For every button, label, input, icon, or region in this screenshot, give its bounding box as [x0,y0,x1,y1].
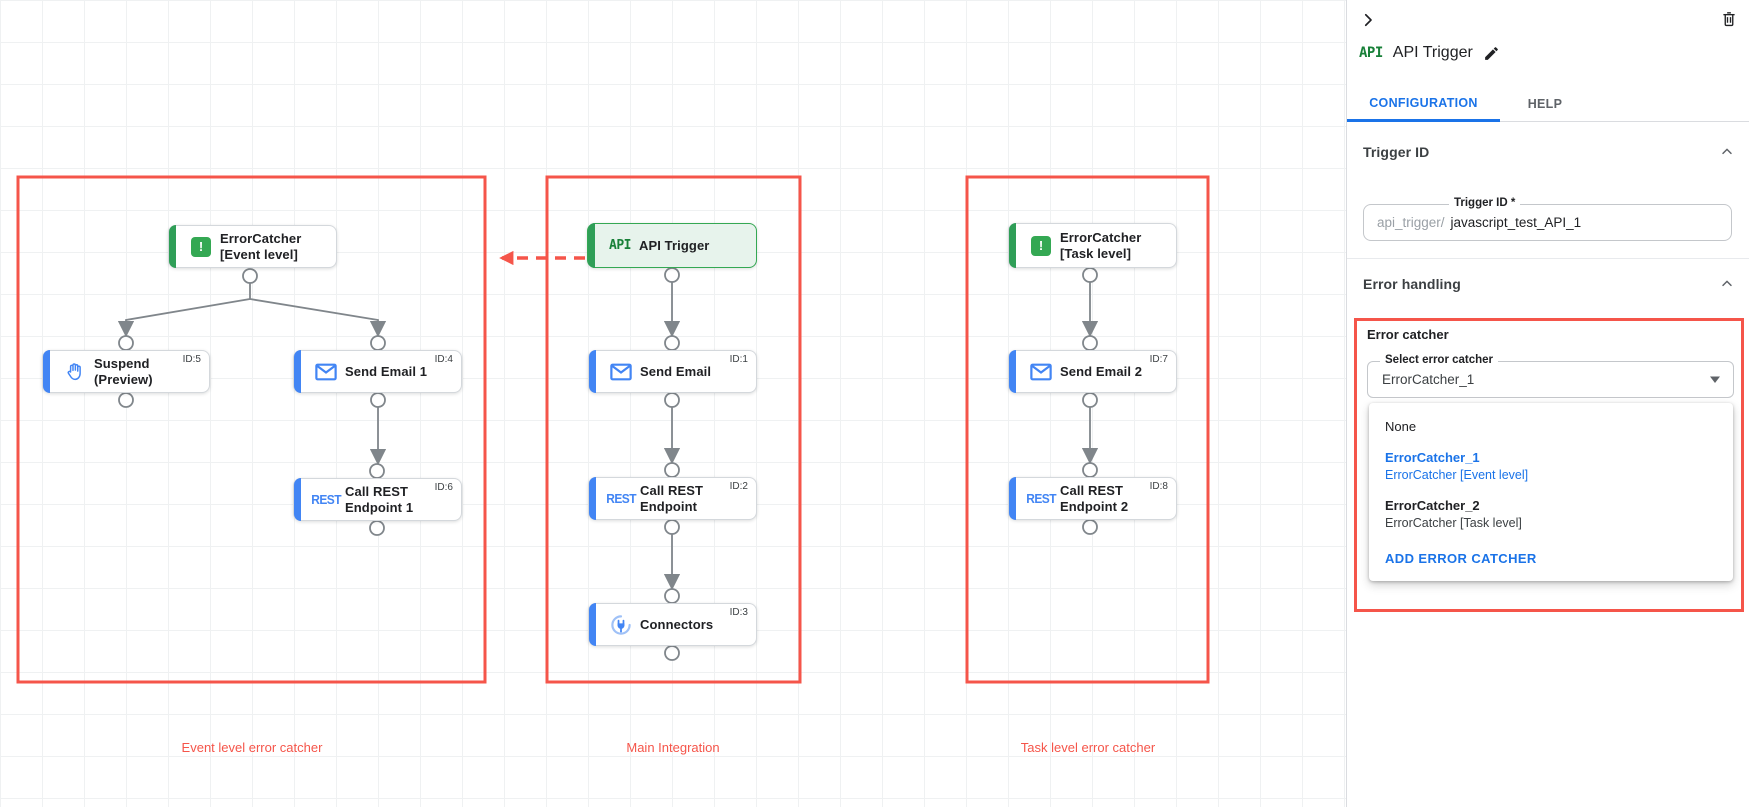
rest-text-icon: REST [311,492,341,507]
node-stripe [43,350,50,393]
trash-icon [1720,10,1738,33]
node-stripe [589,350,596,393]
panel-title: API Trigger [1392,44,1473,61]
connection-ports[interactable] [118,267,1098,661]
chevron-up-icon[interactable] [1719,276,1735,292]
trigger-id-value[interactable]: javascript_test_API_1 [1450,215,1582,230]
canvas-edges-layer [16,175,1210,684]
node-call-rest-endpoint-1[interactable]: REST Call REST Endpoint 1 ID:6 [293,478,462,521]
config-panel: API API Trigger CONFIGURATION HELP Trigg… [1346,0,1749,807]
node-stripe [588,223,595,268]
section-divider [1347,258,1749,259]
group-box-main-integration [545,175,802,684]
api-trigger-logo-icon: API [1359,45,1383,61]
node-api-trigger[interactable]: API API Trigger [587,223,757,268]
hand-icon [56,361,94,383]
error-catcher-highlight-box: Error catcher Select error catcher Error… [1354,318,1744,612]
node-errorcatcher-event-level[interactable]: ! ErrorCatcher [Event level] [168,225,337,268]
node-stripe [169,225,176,268]
select-error-catcher-label: Select error catcher [1380,354,1499,366]
node-stripe [589,477,596,520]
trigger-id-field-label: Trigger ID * [1449,197,1521,209]
node-connectors[interactable]: Connectors ID:3 [588,603,757,646]
rest-text-icon: REST [606,491,636,506]
envelope-icon [602,363,640,381]
trigger-id-prefix: api_trigger/ [1377,215,1445,230]
node-errorcatcher-task-level[interactable]: ! ErrorCatcher [Task level] [1008,223,1177,268]
plug-icon [602,614,640,636]
panel-collapse-button[interactable] [1357,11,1379,33]
group-box-task-level [965,175,1210,684]
node-stripe [294,478,301,521]
caret-down-icon [1709,371,1721,389]
panel-tabs: CONFIGURATION HELP [1347,86,1749,122]
node-call-rest-endpoint-2[interactable]: REST Call REST Endpoint 2 ID:8 [1008,477,1177,520]
api-text-icon: API [609,238,631,253]
section-title: Trigger ID [1363,144,1430,160]
node-connections [117,282,1099,591]
group-label-main-integration: Main Integration [626,740,720,755]
exclamation-badge-icon: ! [182,236,220,257]
group-box-event-level [16,175,487,684]
section-title: Error handling [1363,276,1461,292]
delete-trigger-button[interactable] [1718,10,1740,32]
dropdown-option-errorcatcher-2[interactable]: ErrorCatcher_2 ErrorCatcher [Task level] [1385,498,1522,530]
group-label-task-level: Task level error catcher [1020,740,1156,755]
select-error-catcher-value: ErrorCatcher_1 [1382,372,1475,387]
node-stripe [1009,223,1016,268]
node-send-email-2[interactable]: Send Email 2 ID:7 [1008,350,1177,393]
chevron-up-icon[interactable] [1719,144,1735,160]
node-send-email[interactable]: Send Email ID:1 [588,350,757,393]
node-stripe [294,350,301,393]
dropdown-option-none[interactable]: None [1385,419,1417,434]
panel-header: API API Trigger [1359,44,1500,62]
envelope-icon [1022,363,1060,381]
error-catcher-dropdown: None ErrorCatcher_1 ErrorCatcher [Event … [1369,403,1733,581]
node-send-email-1[interactable]: Send Email 1 ID:4 [293,350,462,393]
node-suspend-preview[interactable]: Suspend (Preview) ID:5 [42,350,210,393]
add-error-catcher-button[interactable]: ADD ERROR CATCHER [1385,550,1537,566]
integration-canvas[interactable]: ! ErrorCatcher [Event level] Suspend (Pr… [0,0,1346,807]
section-error-handling-header[interactable]: Error handling [1363,276,1735,292]
envelope-icon [307,363,345,381]
node-stripe [1009,350,1016,393]
node-stripe [1009,477,1016,520]
exclamation-badge-icon: ! [1022,235,1060,256]
error-catcher-label: Error catcher [1367,327,1449,342]
section-trigger-id-header[interactable]: Trigger ID [1363,144,1735,160]
rest-text-icon: REST [1026,491,1056,506]
node-call-rest-endpoint[interactable]: REST Call REST Endpoint ID:2 [588,477,757,520]
node-stripe [589,603,596,646]
edit-title-button[interactable] [1483,45,1500,62]
dropdown-option-errorcatcher-1[interactable]: ErrorCatcher_1 ErrorCatcher [Event level… [1385,450,1529,482]
select-error-catcher[interactable]: Select error catcher ErrorCatcher_1 [1367,354,1734,398]
tab-help[interactable]: HELP [1527,97,1563,111]
group-label-event-level: Event level error catcher [181,740,323,755]
tab-configuration[interactable]: CONFIGURATION [1347,86,1500,122]
trigger-id-field[interactable]: Trigger ID * api_trigger/ javascript_tes… [1363,197,1732,241]
chevron-right-icon [1359,11,1377,34]
